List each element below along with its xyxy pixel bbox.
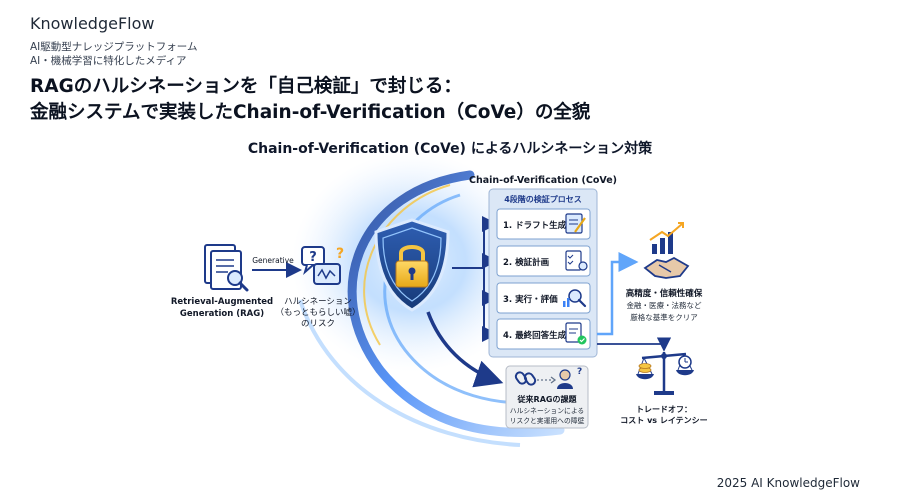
rag-label-line-1: Retrieval-Augmented — [171, 297, 273, 307]
outcome-line-1: 金融・医療・法務など — [627, 300, 702, 310]
diagram-title: Chain-of-Verification (CoVe) によるハルシネーション… — [247, 141, 653, 157]
plan-checklist-icon — [565, 250, 588, 271]
panel-to-outcome-arrow — [597, 252, 639, 336]
conventional-line-1: ハルシネーションによる — [510, 407, 584, 415]
brand-name: KnowledgeFlow — [30, 14, 155, 33]
svg-text:?: ? — [336, 246, 344, 262]
cove-process-title: 4段階の検証プロセス — [504, 194, 582, 204]
broken-link-user-icon: ? — [514, 367, 582, 389]
hallucination-label-line-3: のリスク — [301, 319, 335, 329]
swirl-lower — [298, 299, 521, 447]
page-title-line-1: RAGのハルシネーションを「自己検証」で封じる： — [30, 76, 462, 97]
step-4-card: 4. 最終回答生成 — [496, 318, 591, 350]
outcome-title: 高精度・信頼性確保 — [626, 288, 703, 299]
swirl-gold — [363, 184, 451, 346]
shield-lock-icon — [374, 218, 450, 312]
hallucination-chat-icon: ? ? — [301, 246, 344, 285]
svg-text:?: ? — [577, 367, 582, 377]
search-evaluate-icon — [563, 289, 587, 308]
final-document-icon — [565, 322, 587, 345]
shield-to-conventional-arrow — [426, 311, 504, 388]
page-title-line-2: 金融システムで実装したChain-of-Verification（CoVe）の全… — [30, 102, 591, 123]
hallucination-label-line-2: （もっともらしい嘘） — [275, 307, 360, 318]
outcome-line-2: 厳格な基準をクリア — [630, 312, 698, 322]
swirl-outer — [347, 170, 565, 437]
svg-text:?: ? — [309, 250, 317, 265]
step-3-label: 3. 実行・評価 — [503, 294, 558, 305]
hallucination-label-line-1: ハルシネーション — [284, 297, 352, 307]
handshake-growth-icon — [643, 222, 690, 279]
conventional-line-2: リスクと実運用への障壁 — [510, 416, 585, 425]
step-2-label: 2. 検証計画 — [503, 257, 549, 268]
draft-icon — [565, 213, 586, 234]
step-1-label: 1. ドラフト生成 — [503, 220, 567, 231]
cove-panel-title: Chain-of-Verification (CoVe) — [469, 175, 617, 186]
rag-label-line-2: Generation (RAG) — [180, 309, 264, 319]
step-3-card: 3. 実行・評価 — [496, 282, 591, 314]
balance-scale-icon — [636, 352, 694, 395]
brand-tagline: AI駆動型ナレッジプラットフォーム AI・機械学習に特化したメディア — [30, 40, 197, 68]
step-2-card: 2. 検証計画 — [496, 245, 591, 277]
generative-edge-label: Generative — [252, 256, 294, 265]
rag-document-icon — [204, 244, 249, 292]
tradeoff-line-2: コスト vs レイテンシー — [620, 416, 707, 425]
tagline-line-1: AI駆動型ナレッジプラットフォーム — [30, 41, 198, 53]
conventional-title: 従来RAGの課題 — [517, 394, 578, 404]
step-1-card: 1. ドラフト生成 — [496, 208, 591, 240]
panel-to-tradeoff-arrow — [597, 337, 672, 352]
copyright: 2025 AI KnowledgeFlow — [716, 476, 860, 490]
tradeoff-line-1: トレードオフ： — [636, 405, 692, 414]
step-4-label: 4. 最終回答生成 — [503, 330, 567, 341]
tagline-line-2: AI・機械学習に特化したメディア — [30, 55, 187, 67]
page-title: RAGのハルシネーションを「自己検証」で封じる： 金融システムで実装したChai… — [30, 74, 590, 126]
